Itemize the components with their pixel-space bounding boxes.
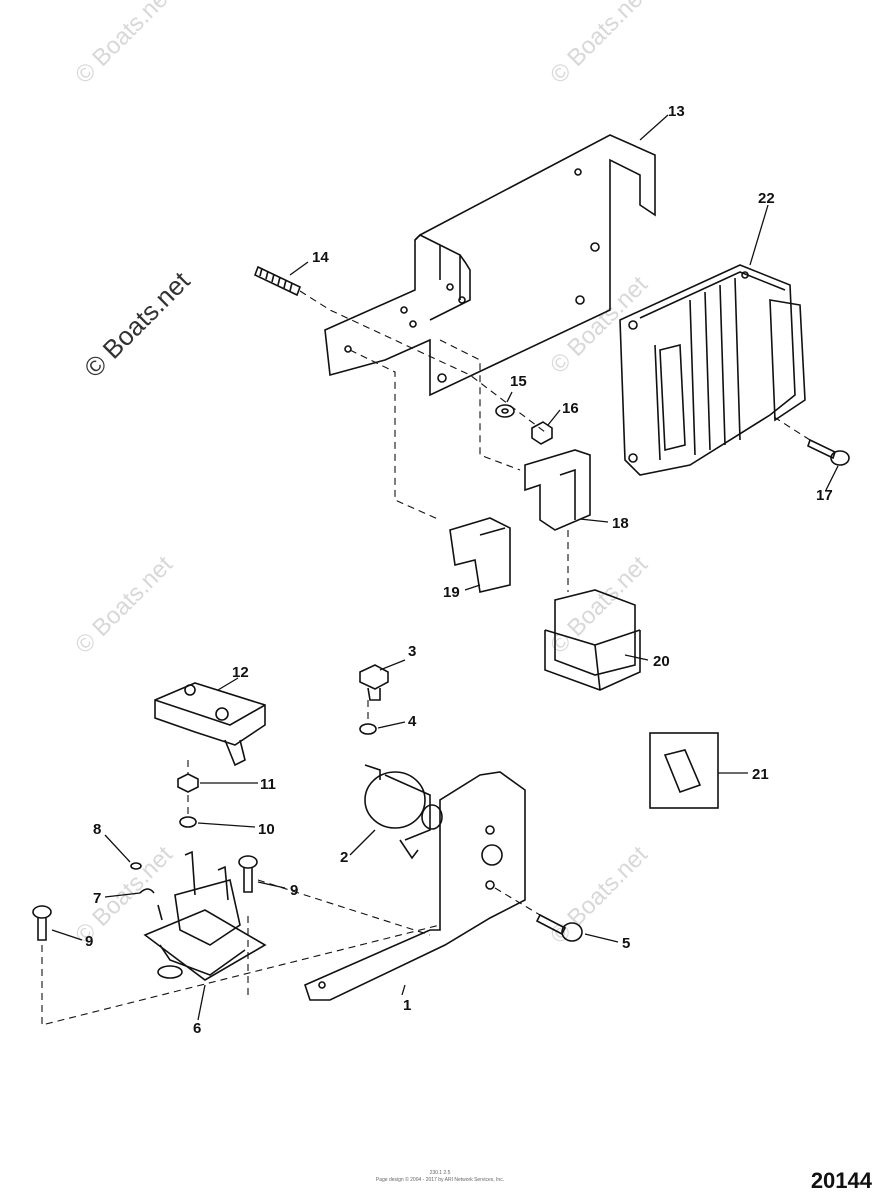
- part-17-screw: [807, 438, 850, 466]
- part-1-bracket: [304, 771, 526, 1001]
- part-21-fuse: [649, 732, 719, 809]
- callout-20: 20: [653, 653, 670, 670]
- callout-9b: 9: [85, 933, 93, 950]
- part-12-bracket: [154, 682, 266, 767]
- callout-14: 14: [312, 249, 329, 266]
- part-11-nut: [177, 773, 199, 793]
- part-7-clip: [139, 888, 155, 894]
- part-15-washer-hole: [501, 408, 509, 414]
- callout-10: 10: [258, 821, 275, 838]
- part-13-bracket: [324, 134, 656, 397]
- part-18-holder: [524, 449, 591, 531]
- part-6-solenoid: [143, 850, 267, 981]
- part-16-nut: [531, 421, 553, 445]
- callout-12: 12: [232, 664, 249, 681]
- callout-8: 8: [93, 821, 101, 838]
- footer-line-2: Page design © 2004 - 2017 by ARI Network…: [375, 1177, 505, 1183]
- part-9-bolt-right: [238, 855, 258, 893]
- callout-6: 6: [193, 1020, 201, 1037]
- drawing-number: 20144: [810, 1168, 872, 1193]
- part-19-holder: [449, 517, 511, 593]
- callout-9a: 9: [290, 882, 298, 899]
- part-9-bolt-left: [32, 905, 52, 941]
- part-20-relay: [544, 589, 641, 691]
- callout-16: 16: [562, 400, 579, 417]
- callout-11: 11: [260, 776, 276, 793]
- part-4-washer: [359, 723, 377, 735]
- callout-19: 19: [443, 584, 460, 601]
- callout-5: 5: [622, 935, 630, 952]
- callout-3: 3: [408, 643, 416, 660]
- assembly-lines: [41, 290, 811, 1026]
- callout-13: 13: [668, 103, 685, 120]
- leader-lines: [51, 114, 839, 1021]
- part-22-module: [619, 264, 806, 476]
- callout-7: 7: [93, 890, 101, 907]
- part-3-bolt: [359, 664, 389, 701]
- part-15-washer: [495, 404, 515, 418]
- callout-2: 2: [340, 849, 348, 866]
- callout-4: 4: [408, 713, 417, 730]
- part-14-stud: [253, 265, 302, 297]
- callout-17: 17: [816, 487, 833, 504]
- footer-line-1: 230.1 2.5: [429, 1170, 451, 1176]
- callout-15: 15: [510, 373, 527, 390]
- part-2-solenoid: [364, 764, 443, 860]
- part-10-washer: [179, 816, 197, 828]
- callout-21: 21: [752, 766, 769, 783]
- callout-22: 22: [758, 190, 775, 207]
- callout-18: 18: [612, 515, 629, 532]
- callout-labels: 1 2 3 4 5 6 7 8 9 9 10 11 12 13 14 15 16…: [85, 103, 833, 1037]
- part-8-washer: [130, 862, 142, 870]
- part-5-screw: [535, 913, 583, 942]
- callout-1: 1: [403, 997, 411, 1014]
